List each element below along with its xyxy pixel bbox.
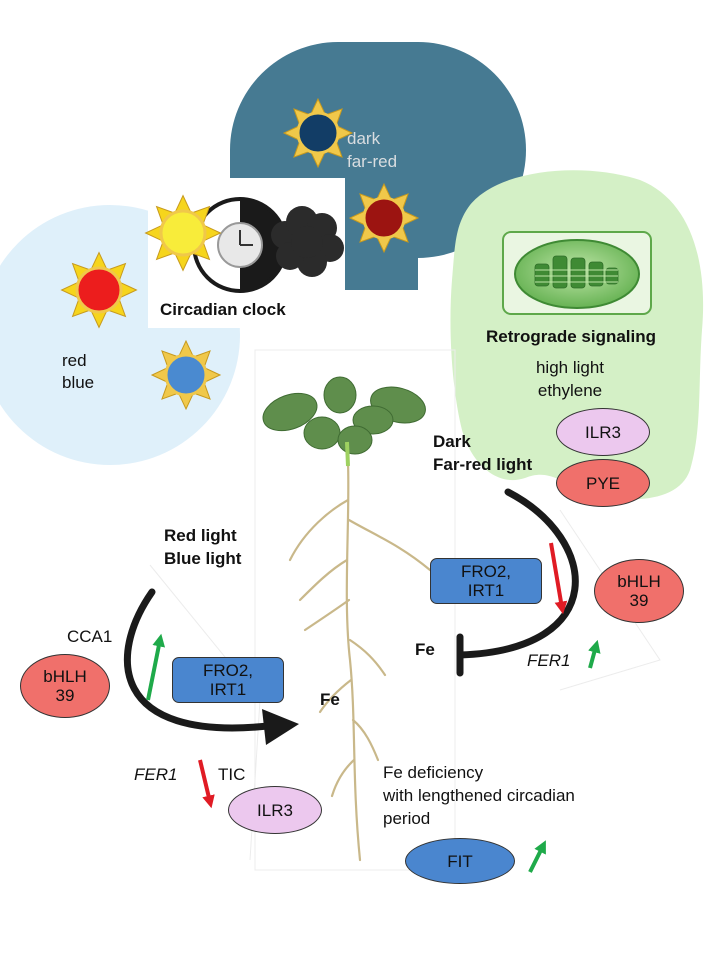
ethylene-label: ethylene [537,381,603,400]
sun-core [164,353,208,397]
sun-icon [150,339,222,411]
down-arrow-icon [549,542,568,615]
down-arrow-icon [198,759,215,809]
sun-core [159,209,207,257]
fit-oval: FIT [405,838,515,884]
left-bhlh39-oval: bHLH 39 [20,654,110,718]
left-fer1-label: FER1 [134,765,178,784]
bhlh-number: 39 [629,591,649,610]
right-fe-label: Fe [415,640,435,659]
irt1-label: IRT1 [467,581,505,600]
sun-icon [348,182,420,254]
left-fro2-irt1-box: FRO2, IRT1 [172,657,284,703]
tic-label: TIC [218,765,246,784]
sun-core [75,266,123,314]
fe-deficiency-line2: with lengthened circadian [383,786,575,805]
fro2-label: FRO2, [202,661,254,680]
dark-condition-panel [230,42,526,290]
pye-oval: PYE [556,459,650,507]
red-label: red [62,351,87,370]
fro2-label: FRO2, [460,562,512,581]
up-arrow-icon [528,840,546,873]
circadian-clock-label: Circadian clock [160,300,286,319]
ilr3-oval-bottom: ILR3 [228,786,322,834]
bhlh-number: 39 [55,686,75,705]
up-arrow-icon [588,639,601,669]
left-fe-label: Fe [320,690,340,709]
cca1-label: CCA1 [67,627,113,646]
left-heading-red: Red light [164,526,237,545]
plant-icon [262,376,432,862]
bhlh-label: bHLH [617,572,661,591]
retrograde-title: Retrograde signaling [485,327,657,346]
fe-deficiency-line1: Fe deficiency [383,763,484,782]
far-red-label: far-red [347,152,398,171]
clock-icon [192,197,288,293]
left-pathway-arrow [123,588,299,745]
right-heading-dark: Dark [433,432,471,451]
bhlh-label: bHLH [43,667,87,686]
dark-label: dark [347,129,381,148]
left-heading-blue: Blue light [164,549,242,568]
right-fer1-label: FER1 [527,651,571,670]
sun-icon [144,194,222,272]
high-light-label: high light [535,358,605,377]
right-inhibition-arc [456,488,579,677]
chloroplast-icon [502,231,652,315]
sun-core [296,111,340,155]
right-fro2-irt1-box: FRO2, IRT1 [430,558,542,604]
irt1-label: IRT1 [209,680,247,699]
ilr3-oval-top: ILR3 [556,408,650,456]
blue-label: blue [62,373,95,392]
sun-core [362,196,406,240]
cloud-icon [271,206,344,277]
right-bhlh39-oval: bHLH 39 [594,559,684,623]
sun-icon [60,251,138,329]
sun-icon [282,97,354,169]
up-arrow-icon [146,633,166,701]
right-heading-far-red: Far-red light [433,455,533,474]
fe-deficiency-line3: period [383,809,431,828]
